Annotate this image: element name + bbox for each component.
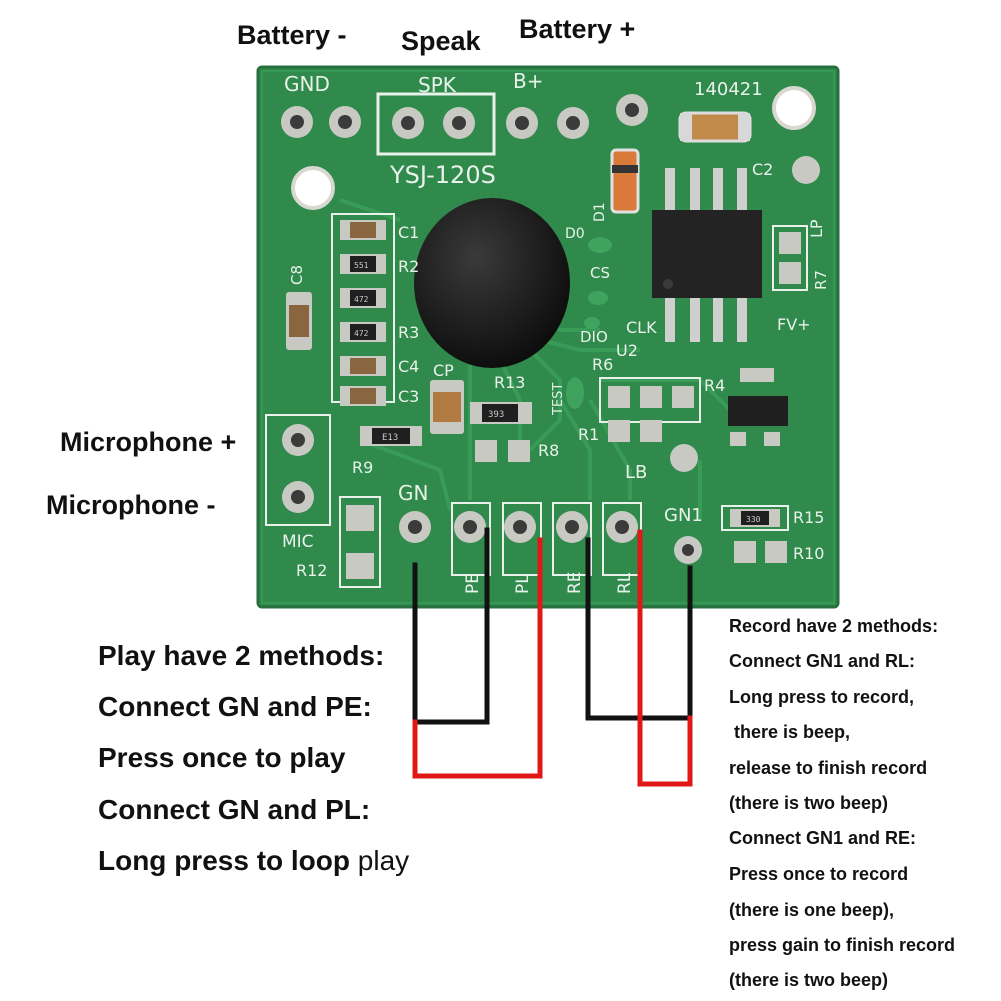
record-wires: [585, 529, 693, 787]
spk-silk: SPK: [418, 73, 457, 97]
smd-marking: 551: [354, 261, 369, 270]
r8-silk: R8: [538, 441, 559, 460]
c8-silk: C8: [288, 265, 306, 285]
test-silk: TEST: [551, 383, 566, 416]
c4-silk: C4: [398, 357, 419, 376]
r10-silk: R10: [793, 544, 824, 563]
r12-silk: R12: [296, 561, 327, 580]
date-code-silk: 140421: [694, 79, 763, 100]
smd-marking: 330: [746, 515, 761, 524]
play-wires: [412, 527, 543, 779]
battery-minus-label: Battery -: [237, 20, 347, 50]
mounting-hole: [291, 166, 335, 210]
lb-silk: LB: [625, 462, 647, 483]
u2-silk: U2: [616, 341, 638, 360]
left-smd-column: [331, 213, 395, 406]
smd-marking: 472: [354, 295, 369, 304]
play-note-line: Press once to play: [98, 742, 346, 773]
record-note-line: Record have 2 methods:: [729, 616, 939, 636]
r2-silk: R2: [398, 257, 419, 276]
c1-silk: C1: [398, 223, 419, 242]
record-note-line: Connect GN1 and RL:: [729, 651, 916, 671]
c3-silk: C3: [398, 387, 419, 406]
mounting-hole: [772, 86, 816, 130]
play-note-line: Connect GN and PL:: [98, 794, 371, 825]
bplus-silk: B+: [513, 69, 543, 93]
play-note-line: Play have 2 methods:: [98, 640, 385, 671]
ic-u2: [652, 168, 762, 342]
smd-marking: 393: [488, 410, 504, 420]
r13-silk: R13: [494, 373, 525, 392]
record-note-line: Press once to record: [729, 864, 909, 884]
microphone-plus-label: Microphone +: [60, 427, 237, 457]
gn-silk: GN: [398, 481, 428, 505]
record-note-line: Connect GN1 and RE:: [729, 828, 917, 848]
bottom-header-pads: [399, 511, 702, 564]
dio-silk: DIO: [580, 328, 608, 346]
top-header-pads: [281, 94, 648, 139]
battery-plus-label: Battery +: [519, 14, 636, 44]
record-note-line: (there is two beep): [729, 793, 889, 813]
microphone-minus-label: Microphone -: [46, 490, 216, 520]
r6-silk: R6: [592, 355, 613, 374]
record-note-line: there is beep,: [729, 722, 851, 742]
speak-label: Speak: [401, 26, 481, 56]
r9-silk: R9: [352, 458, 373, 477]
play-note-bold: Long press to loop: [98, 845, 350, 876]
model-silk: YSJ-120S: [389, 161, 496, 189]
record-note-line: (there is one beep),: [729, 900, 895, 920]
r15-silk: R15: [793, 508, 824, 527]
r4-silk: R4: [704, 376, 725, 395]
record-note-line: release to finish record: [729, 758, 928, 778]
pe-silk: PE: [463, 573, 483, 594]
r7-silk: R7: [812, 270, 830, 290]
record-note-line: (there is two beep): [729, 970, 889, 990]
play-note-line: Long press to loop play: [98, 845, 409, 877]
d1-silk: D1: [592, 202, 608, 222]
r1-silk: R1: [578, 425, 599, 444]
fv-silk: FV+: [777, 315, 811, 334]
r3-silk: R3: [398, 323, 419, 342]
clk-silk: CLK: [626, 318, 657, 337]
lp-silk: LP: [807, 219, 826, 238]
pl-silk: PL: [513, 574, 533, 594]
mic-silk: MIC: [282, 532, 314, 552]
cs-silk: CS: [590, 264, 610, 282]
smd-marking: E13: [382, 433, 398, 443]
smd-marking: 472: [354, 329, 369, 338]
cob-chip-blob: [414, 198, 570, 368]
c2-silk: C2: [752, 160, 773, 179]
cp-silk: CP: [433, 361, 454, 380]
record-note-line: press gain to finish record: [729, 935, 956, 955]
play-note-plain: play: [357, 845, 410, 876]
gnd-silk: GND: [284, 72, 330, 96]
gn1-silk: GN1: [664, 505, 703, 526]
rl-silk: RL: [615, 572, 635, 594]
play-note-line: Connect GN and PE:: [98, 691, 372, 722]
d0-silk: D0: [565, 226, 585, 242]
re-silk: RE: [565, 571, 585, 594]
record-note-line: Long press to record,: [729, 687, 915, 707]
